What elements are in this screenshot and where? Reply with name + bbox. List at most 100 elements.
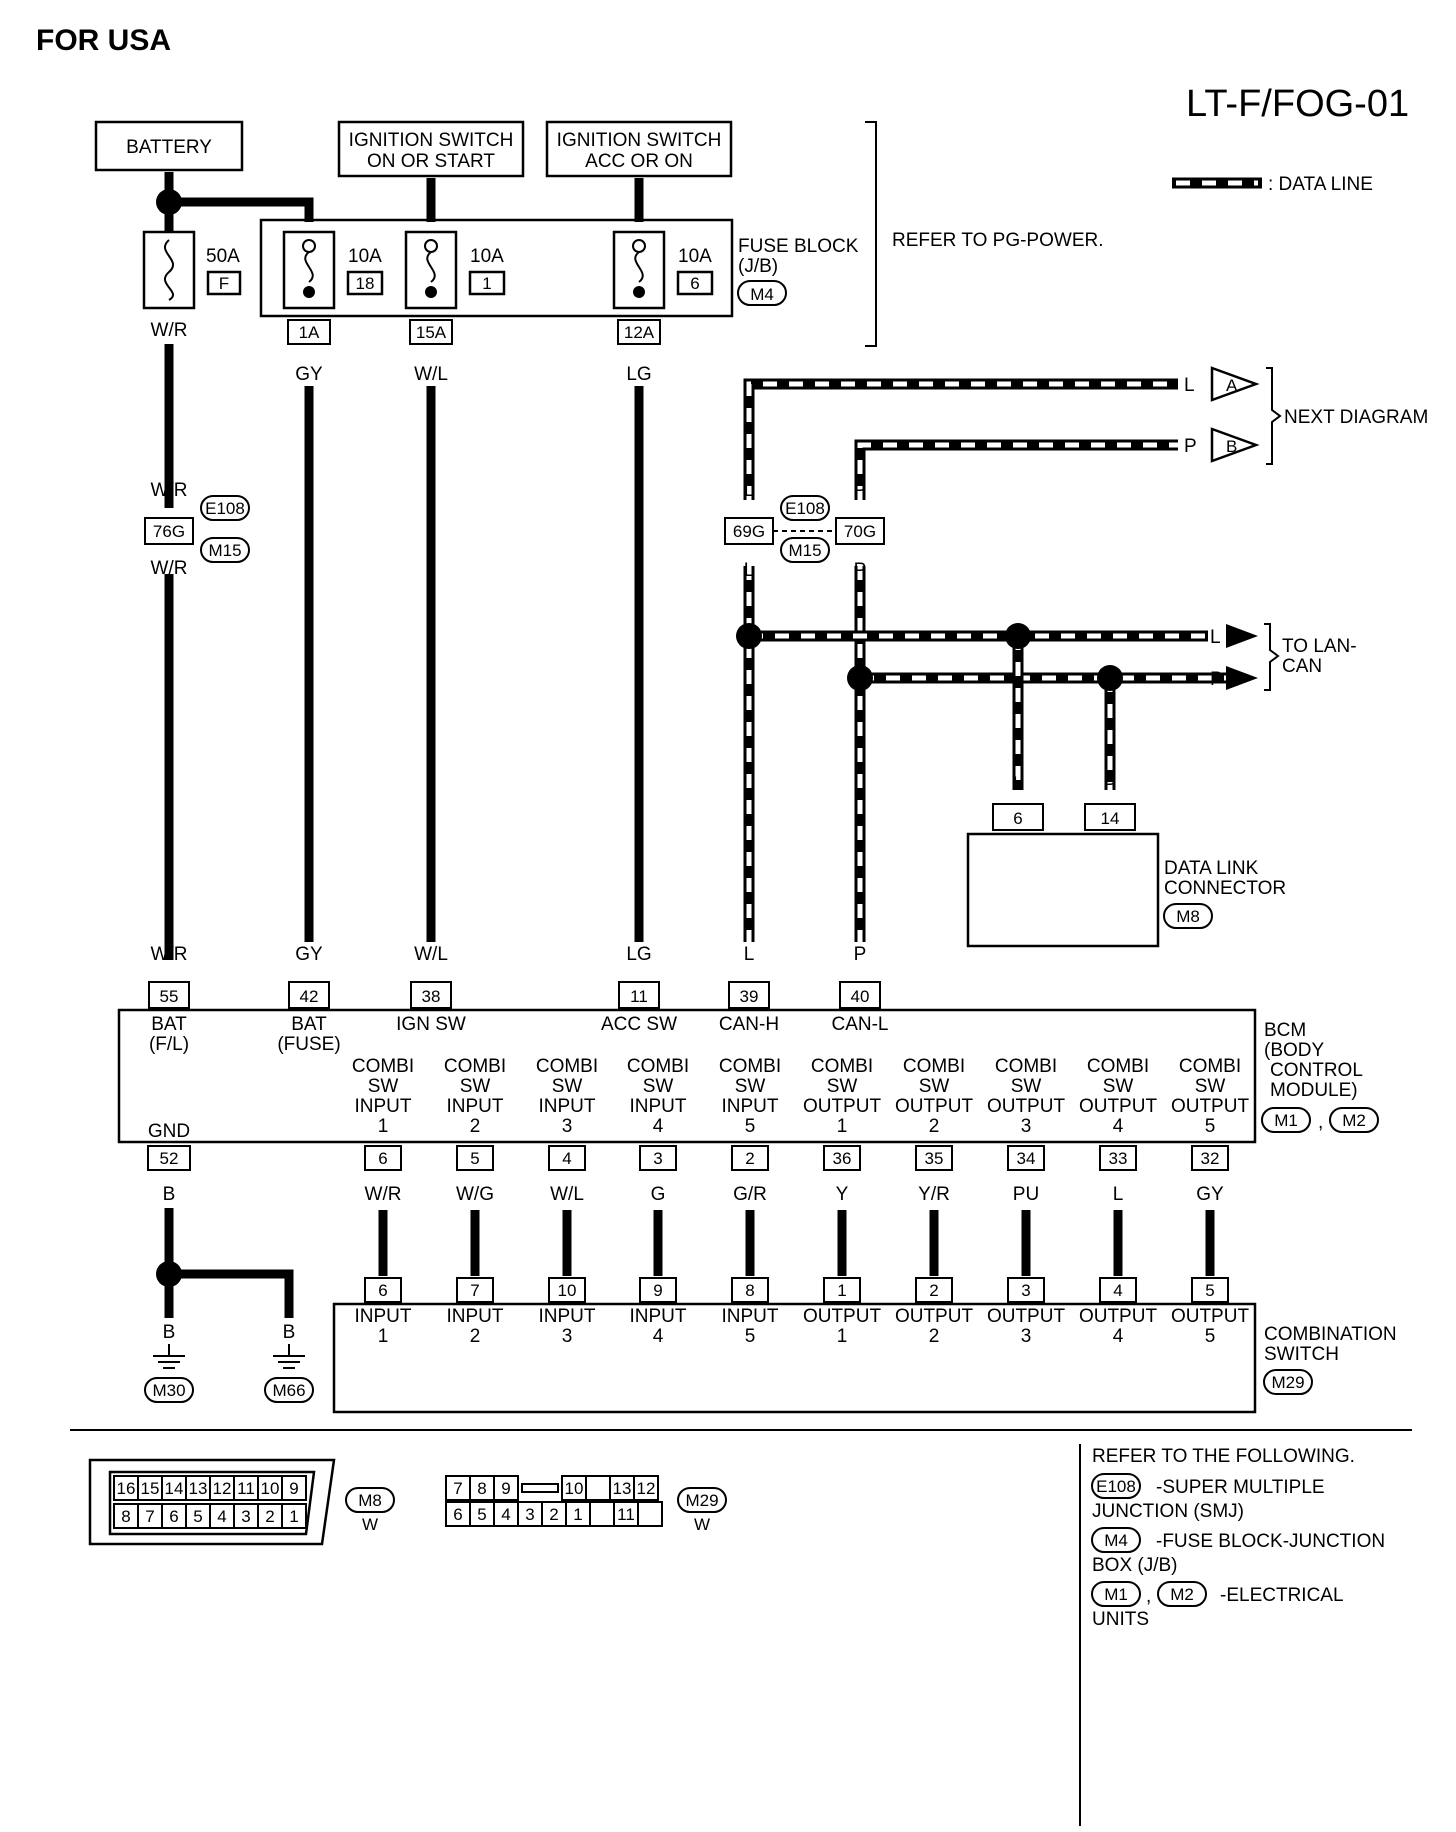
m8-pin-number: 3 bbox=[241, 1507, 250, 1526]
fuse-10a-6: 10A 6 bbox=[612, 230, 714, 310]
bcm-bottom-pin-label: INPUT bbox=[447, 1096, 504, 1117]
wire-color-gy-1: GY bbox=[295, 364, 323, 385]
refer-m1m2-text-2: UNITS bbox=[1092, 1609, 1149, 1630]
bcm-bottom-pin-number: 33 bbox=[1109, 1149, 1128, 1168]
bcm-top-pin-number: 11 bbox=[630, 987, 648, 1006]
next-diagram-arrow-a: A bbox=[1210, 366, 1260, 402]
combo-pin-label: 1 bbox=[378, 1326, 389, 1347]
svg-text:69G: 69G bbox=[733, 522, 765, 541]
bcm-bottom-pin-label: INPUT bbox=[630, 1096, 687, 1117]
wire-color-b-1: B bbox=[163, 1184, 176, 1205]
bcm-top-pin-label: BAT bbox=[291, 1014, 327, 1035]
svg-text:14: 14 bbox=[1101, 809, 1120, 828]
bcm-bottom-pin-label: 2 bbox=[470, 1116, 481, 1137]
bcm-bottom-pin-label: SW bbox=[735, 1076, 766, 1097]
bcm-conn-tag-m1: M1 bbox=[1274, 1111, 1298, 1130]
wire-color-l-dlc: L bbox=[1013, 774, 1024, 795]
bcm-gnd-pin: 52 bbox=[147, 1145, 191, 1171]
refer-e108-text-1: -SUPER MULTIPLE bbox=[1156, 1477, 1325, 1498]
m29-pin-number: 9 bbox=[501, 1479, 510, 1498]
svg-text:M66: M66 bbox=[272, 1381, 305, 1400]
refer-tag-m4: M4 bbox=[1104, 1531, 1128, 1550]
bcm-bottom-pin-label: COMBI bbox=[995, 1056, 1057, 1077]
bcm-bottom-wire-color: W/L bbox=[550, 1184, 584, 1205]
bcm-top-pin-number: 55 bbox=[160, 987, 179, 1006]
bcm-bottom-wire-color: W/R bbox=[365, 1184, 402, 1205]
bcm-bottom-pin-label: COMBI bbox=[627, 1056, 689, 1077]
bcm-bottom-pin-label: SW bbox=[368, 1076, 399, 1097]
fuse-18-amp: 10A bbox=[348, 246, 382, 267]
bcm-bottom-pin-number: 3 bbox=[653, 1149, 662, 1168]
ignition-acc-on-box: IGNITION SWITCH ACC OR ON bbox=[545, 120, 733, 178]
combo-pin-number: 3 bbox=[1021, 1281, 1030, 1300]
ignition-on-start-box: IGNITION SWITCH ON OR START bbox=[337, 120, 525, 178]
bcm-bottom-pin-label: OUTPUT bbox=[803, 1096, 882, 1117]
m8-pin-number: 10 bbox=[261, 1479, 280, 1498]
wire-color-l-1: L bbox=[744, 480, 755, 501]
combo-pin-label: INPUT bbox=[355, 1306, 412, 1327]
bcm-top-wire-color: W/L bbox=[414, 944, 448, 965]
fuse-6-num: 6 bbox=[690, 274, 699, 293]
wire-color-b-3: B bbox=[283, 1322, 296, 1343]
bcm-bottom-pin-label: SW bbox=[919, 1076, 950, 1097]
fuse-block-label-2: (J/B) bbox=[738, 256, 778, 277]
m29-pin-cell bbox=[637, 1501, 663, 1527]
refer-tag-m1: M1 bbox=[1104, 1585, 1128, 1604]
m8-pin-number: 11 bbox=[237, 1479, 255, 1498]
bcm-bottom-pin-number: 34 bbox=[1017, 1149, 1036, 1168]
refer-bracket bbox=[865, 121, 877, 347]
smj-terminal-69g: 69G bbox=[724, 517, 774, 545]
m8-pin-number: 15 bbox=[141, 1479, 160, 1498]
combo-pin-box bbox=[915, 1277, 953, 1303]
bcm-bottom-wire-color: W/G bbox=[456, 1184, 494, 1205]
bcm-label-2: (BODY bbox=[1264, 1040, 1325, 1061]
bcm-bottom-pin-box bbox=[548, 1145, 586, 1171]
combo-pin-label: 4 bbox=[1113, 1326, 1124, 1347]
wire-color-b-2: B bbox=[163, 1322, 176, 1343]
ground-symbol-m30: M30 bbox=[144, 1344, 194, 1403]
m8-pin-cell bbox=[185, 1475, 211, 1501]
bcm-bottom-pin-label: OUTPUT bbox=[987, 1096, 1066, 1117]
bcm-bottom-pin-label: 5 bbox=[1205, 1116, 1216, 1137]
combo-pin-number: 8 bbox=[745, 1281, 754, 1300]
combo-pin-box bbox=[364, 1277, 402, 1303]
combo-pin-number: 7 bbox=[470, 1281, 479, 1300]
bcm-bottom-pin-box bbox=[915, 1145, 953, 1171]
bcm-top-pin-box bbox=[288, 981, 330, 1009]
fuse-block: FUSE BLOCK (J/B) M4 bbox=[259, 218, 859, 318]
bcm-bottom-wire-color: GY bbox=[1196, 1184, 1224, 1205]
m29-pin-number: 5 bbox=[477, 1505, 486, 1524]
bcm-top-wire-color: P bbox=[854, 944, 867, 965]
bcm-bottom-pin-number: 32 bbox=[1201, 1149, 1220, 1168]
m29-pin-number: 6 bbox=[453, 1505, 462, 1524]
refer-pg-power: REFER TO PG-POWER. bbox=[892, 230, 1104, 251]
m8-pin-cell bbox=[137, 1475, 163, 1501]
bcm-bottom-pin-box bbox=[823, 1145, 861, 1171]
bcm-bottom-pin-label: COMBI bbox=[719, 1056, 781, 1077]
bcm-top-pin-box bbox=[410, 981, 452, 1009]
bcm-bottom-wire-color: G/R bbox=[733, 1184, 767, 1205]
bcm-top-wire-color: GY bbox=[295, 944, 323, 965]
fuse-50a-num: F bbox=[219, 274, 229, 293]
data-link-connector: 6 14 bbox=[966, 803, 1160, 948]
wire-color-wl-1: W/L bbox=[414, 364, 448, 385]
combo-pin-number: 10 bbox=[558, 1281, 577, 1300]
m29-pin-number: 4 bbox=[501, 1505, 510, 1524]
m29-pin-cell bbox=[633, 1475, 659, 1501]
lan-arrow-p bbox=[1226, 666, 1258, 690]
dlc-label-1: DATA LINK bbox=[1164, 858, 1259, 879]
bcm-top-pin-label: CAN-H bbox=[719, 1014, 779, 1035]
bcm-bottom-pin-label: COMBI bbox=[903, 1056, 965, 1077]
wire-color-wr-3: W/R bbox=[151, 558, 188, 579]
combo-pin-box bbox=[823, 1277, 861, 1303]
wire-color-p-2: P bbox=[854, 560, 867, 581]
combo-pin-label: OUTPUT bbox=[895, 1306, 974, 1327]
bcm-bottom-pin-box bbox=[456, 1145, 494, 1171]
bcm-bottom-pin-label: SW bbox=[643, 1076, 674, 1097]
wire-color-wr-1: W/R bbox=[151, 320, 188, 341]
m29-view-color: W bbox=[694, 1515, 710, 1534]
fuse-10a-18: 10A 18 bbox=[282, 230, 384, 310]
m29-view-tag: M29 bbox=[685, 1491, 718, 1510]
